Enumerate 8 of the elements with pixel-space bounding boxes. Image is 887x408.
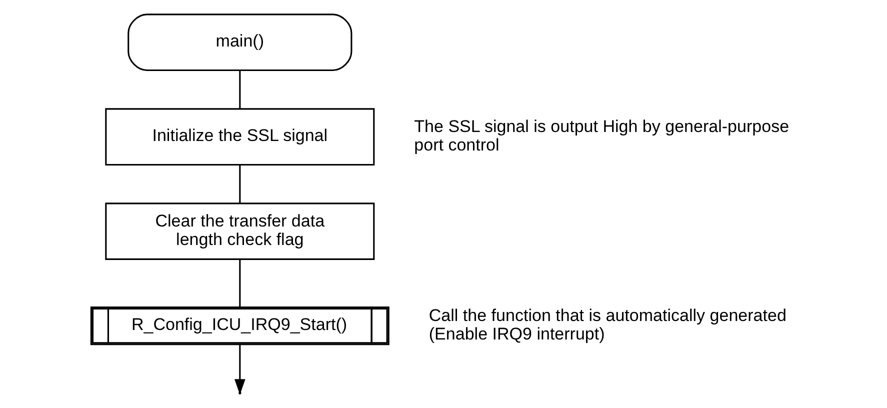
connector: [238, 164, 240, 204]
connector: [238, 70, 240, 109]
node-label: The SSL signal is output High by general-purpose port control: [414, 116, 789, 154]
node-box: Clear the transfer data length check flag: [104, 202, 374, 260]
connector: [238, 259, 240, 308]
node-box: Initialize the SSL signal: [104, 108, 374, 166]
node-box: main(): [127, 14, 352, 71]
node-label: Call the function that is automatically generated (Enable IRQ9 interrupt): [428, 306, 786, 344]
